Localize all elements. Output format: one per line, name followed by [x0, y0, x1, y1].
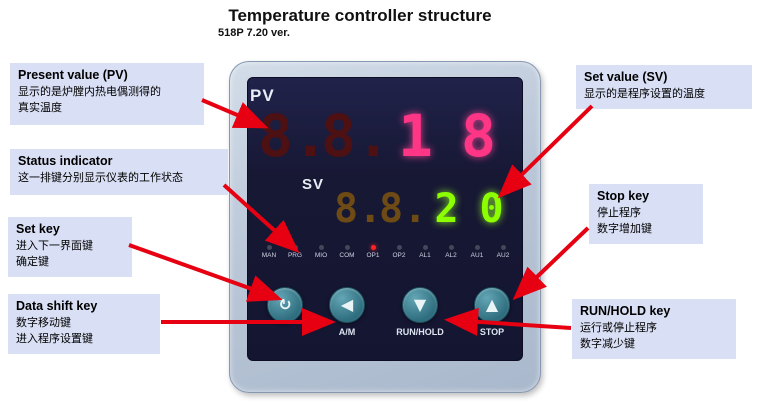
led-label: AL2 [445, 252, 457, 259]
led-label: AL1 [419, 252, 431, 259]
up-triangle-icon: ▲ [485, 295, 499, 314]
led-label: AU2 [496, 252, 510, 259]
led-au1: AU1 [464, 245, 490, 259]
led-dot [448, 245, 454, 250]
sv-display-label: SV [302, 176, 325, 193]
pv-digit: 8. [321, 102, 391, 170]
led-label: AU1 [470, 252, 484, 259]
page-subtitle-version: 518P 7.20 ver. [218, 27, 290, 39]
callout-line: 数字移动键 [16, 317, 71, 329]
callout-title: Set key [16, 222, 60, 236]
led-dot-active [370, 245, 376, 250]
callout-line: 数字减少键 [580, 337, 635, 350]
callout-set-value: Set value (SV) 显示的是程序设置的温度 [576, 65, 752, 109]
led-label: OP2 [392, 252, 406, 259]
pv-digit: 8 [461, 102, 496, 170]
callout-line: 确定键 [16, 255, 49, 268]
led-man: MAN [256, 245, 282, 259]
run-hold-button[interactable]: ▼ [402, 287, 438, 323]
run-hold-button-label: RUN/HOLD [396, 327, 444, 337]
callout-title: RUN/HOLD key [580, 304, 671, 318]
page-title: Temperature controller structure [228, 6, 492, 25]
pv-digit: 8. [258, 102, 328, 170]
led-label: MAN [261, 252, 277, 259]
callout-present-value: Present value (PV) 显示的是炉膛内热电偶测得的 真实温度 [10, 63, 204, 125]
callout-title: Status indicator [18, 154, 113, 168]
am-shift-button[interactable]: ◀ [329, 287, 365, 323]
led-label: OP1 [366, 252, 380, 259]
led-al2: AL2 [438, 245, 464, 259]
led-label: COM [339, 252, 355, 259]
led-mio: MIO [308, 245, 334, 259]
sv-digit: 8. [334, 186, 383, 232]
callout-line: 真实温度 [18, 101, 62, 114]
callout-data-shift-key: Data shift key 数字移动键 进入程序设置键 [8, 294, 160, 354]
left-triangle-icon: ◀ [340, 295, 354, 314]
callout-title: Stop key [597, 189, 650, 203]
stop-button[interactable]: ▲ [474, 287, 510, 323]
led-op1: OP1 [360, 245, 386, 259]
callout-line: 进入下一界面键 [16, 240, 93, 252]
callout-line: 进入程序设置键 [16, 332, 93, 345]
led-dot [422, 245, 428, 250]
led-label: PRG [287, 252, 303, 259]
led-label: MIO [314, 252, 328, 259]
stop-button-label: STOP [479, 327, 505, 337]
led-op2: OP2 [386, 245, 412, 259]
callout-line: 这一排键分别显示仪表的工作状态 [18, 172, 183, 184]
led-au2: AU2 [490, 245, 516, 259]
led-al1: AL1 [412, 245, 438, 259]
led-dot [344, 245, 350, 250]
led-dot [318, 245, 324, 250]
am-button-label: A/M [338, 327, 356, 337]
sv-digit: 8. [379, 186, 428, 232]
callout-run-hold-key: RUN/HOLD key 运行或停止程序 数字减少键 [572, 299, 736, 359]
pv-digit: 1 [398, 102, 433, 170]
callout-status-indicator: Status indicator 这一排键分别显示仪表的工作状态 [10, 149, 228, 195]
callout-title: Data shift key [16, 299, 98, 313]
led-dot [474, 245, 480, 250]
callout-stop-key: Stop key 停止程序 数字增加键 [589, 184, 703, 244]
callout-line: 运行或停止程序 [580, 322, 657, 334]
callout-line: 数字增加键 [597, 222, 652, 235]
callout-title: Set value (SV) [584, 70, 668, 84]
callout-set-key: Set key 进入下一界面键 确定键 [8, 217, 132, 277]
sv-display: 8. 8. 2 0 [334, 182, 514, 236]
sv-digit: 2 [434, 186, 459, 232]
led-com: COM [334, 245, 360, 259]
cycle-arrow-icon: ↻ [278, 295, 292, 314]
led-dot [292, 245, 298, 250]
callout-title: Present value (PV) [18, 68, 128, 82]
down-triangle-icon: ▼ [413, 295, 427, 314]
sv-digit: 0 [479, 186, 504, 232]
led-dot [396, 245, 402, 250]
set-cycle-button[interactable]: ↻ [267, 287, 303, 323]
pv-display: 8. 8. 1 8 [258, 100, 510, 172]
led-dot [266, 245, 272, 250]
led-dot [500, 245, 506, 250]
callout-line: 显示的是炉膛内热电偶测得的 [18, 86, 161, 98]
led-prg: PRG [282, 245, 308, 259]
status-led-row: MAN PRG MIO COM OP1 OP2 AL1 AL2 AU1 AU2 [256, 245, 516, 259]
callout-line: 停止程序 [597, 207, 641, 219]
callout-line: 显示的是程序设置的温度 [584, 88, 705, 100]
